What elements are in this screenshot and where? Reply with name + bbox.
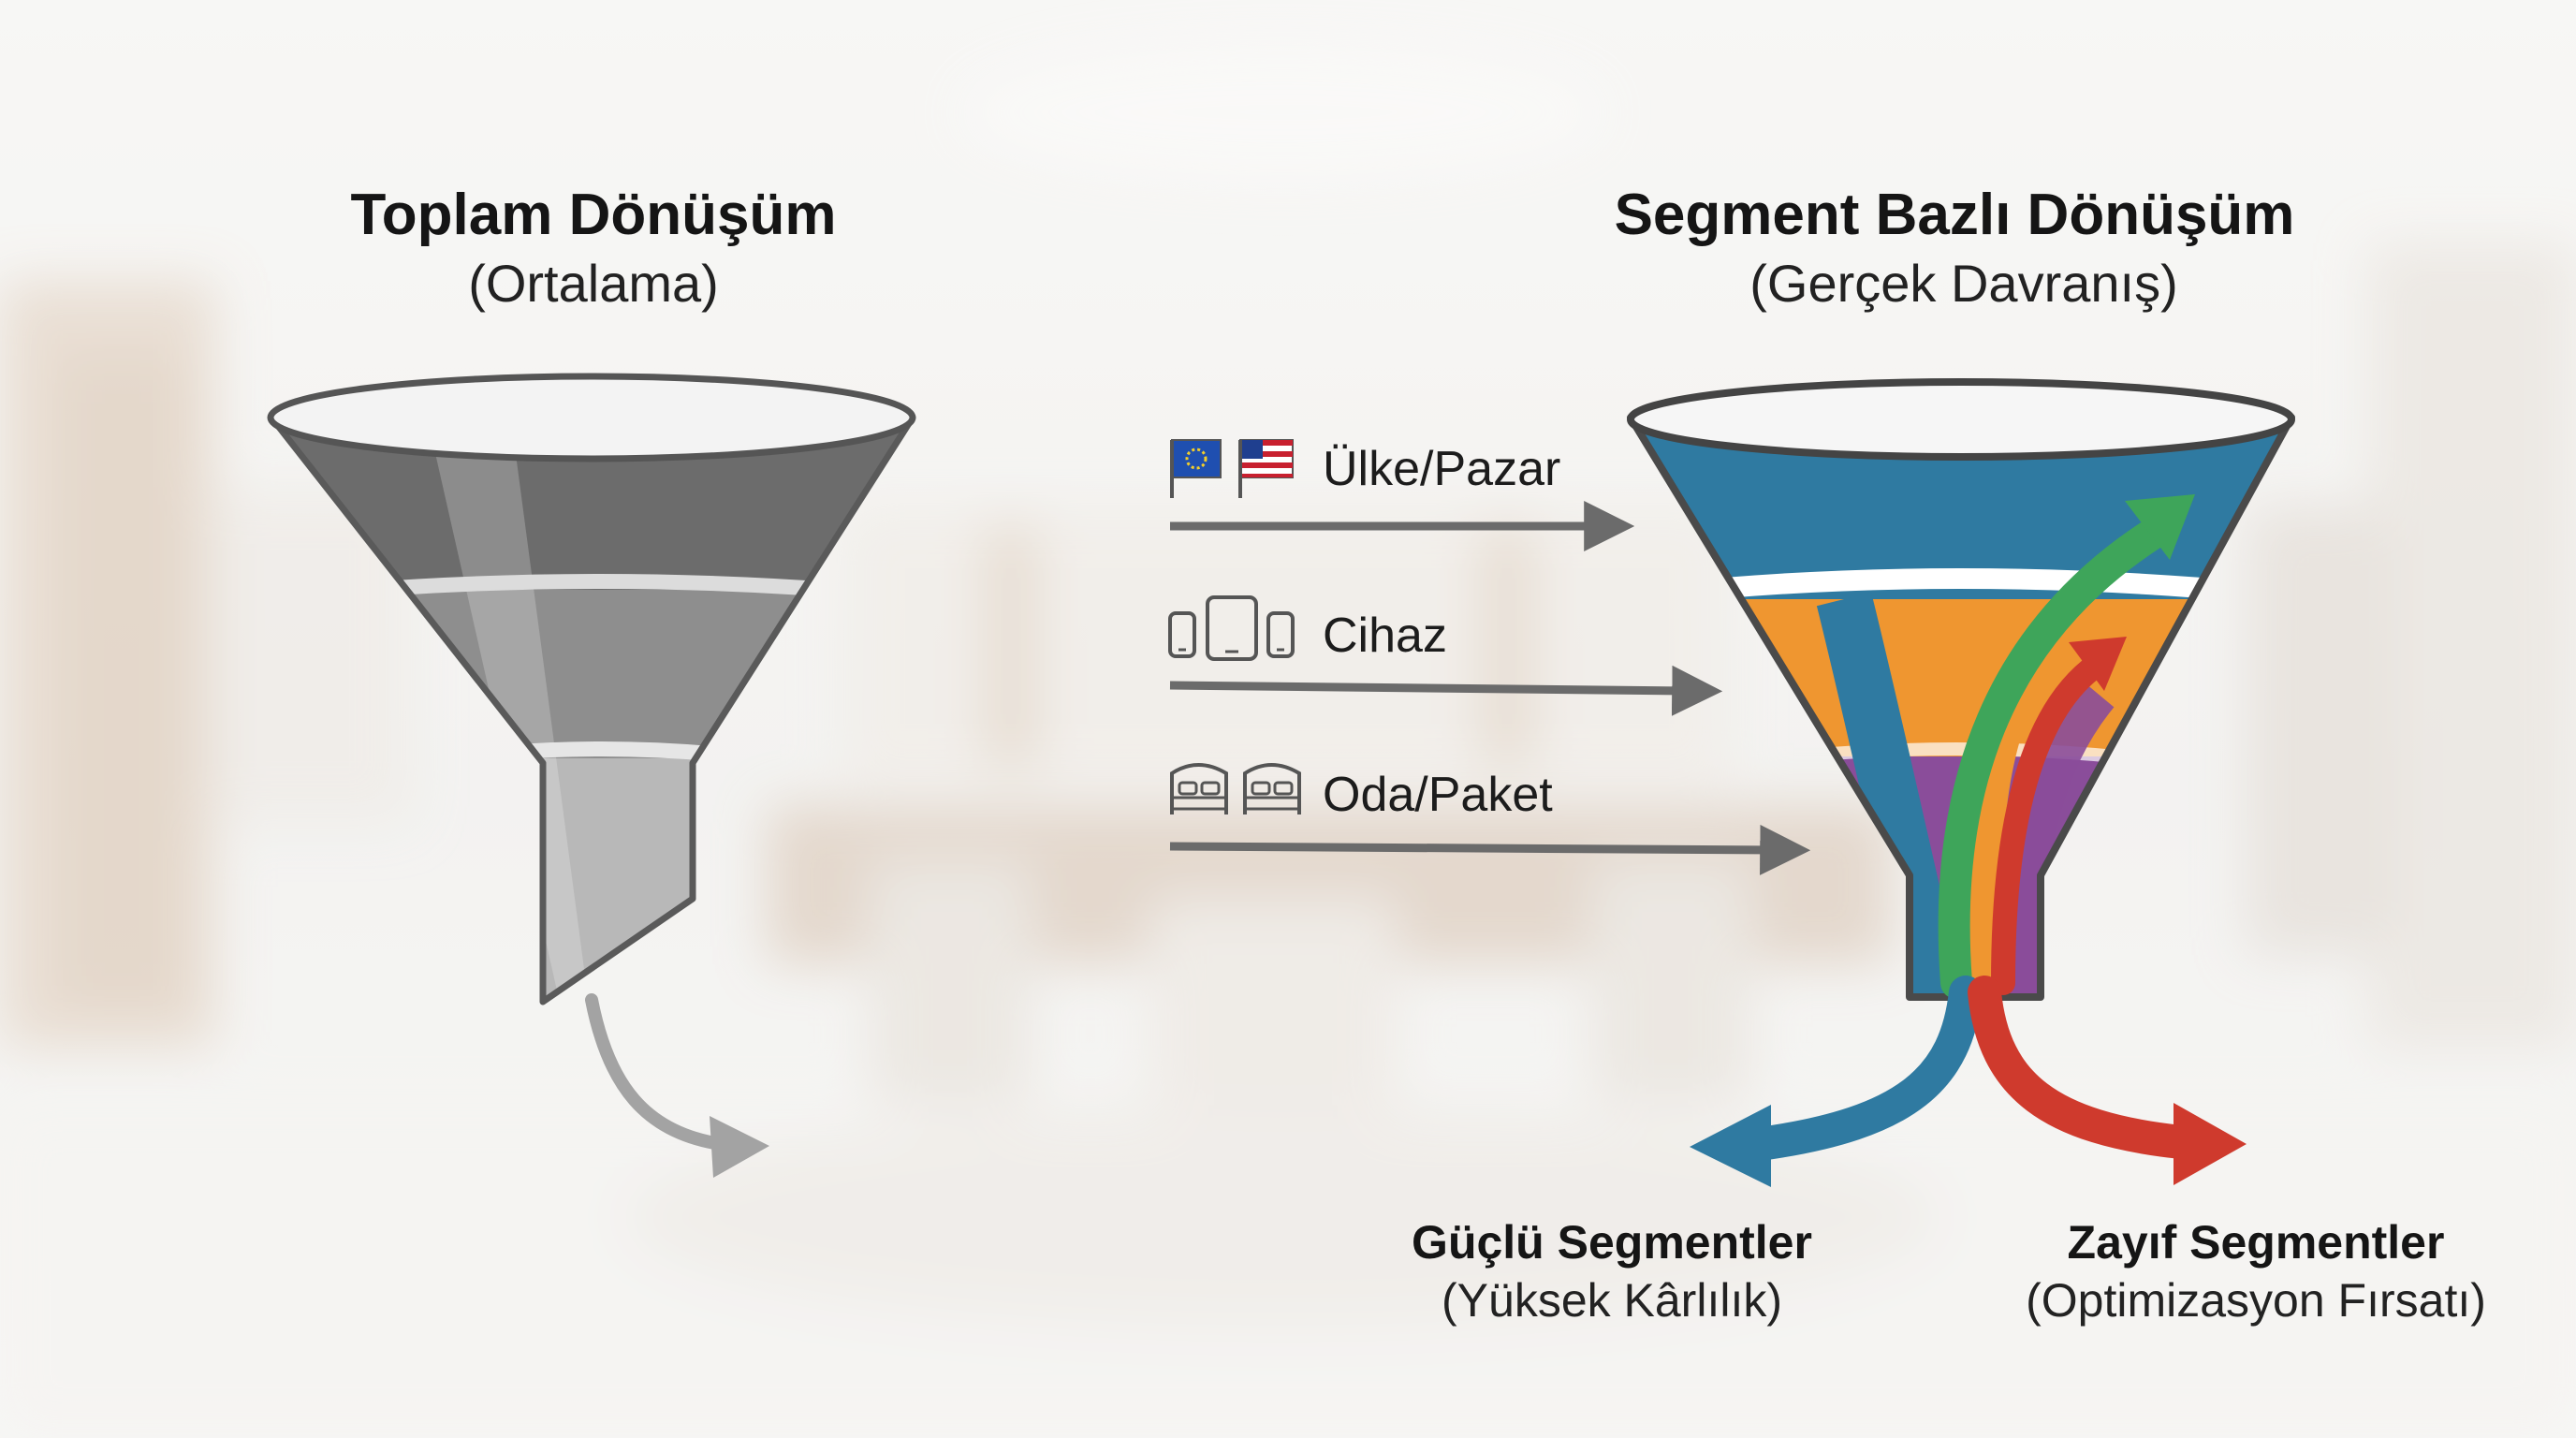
weak-segments-title: Zayıf Segmentler [2068, 1216, 2445, 1269]
eu-flag-icon [1170, 439, 1222, 498]
phone-icon [1266, 611, 1295, 658]
bed-icon [1243, 763, 1301, 814]
left-funnel-subtitle: (Ortalama) [468, 254, 719, 313]
tablet-icon [1206, 595, 1258, 661]
green-growth-arrowhead [2125, 494, 2195, 560]
left-output-arrowhead [710, 1116, 769, 1178]
weak-segments-subtitle: (Optimizasyon Fırsatı) [2026, 1274, 2486, 1327]
right-funnel-subtitle: (Gerçek Davranış) [1749, 254, 2177, 313]
segment-input-cihaz: Cihaz [1168, 595, 1723, 716]
segment-input-arrow [1169, 665, 1723, 716]
strong-segments-title: Güçlü Segmentler [1412, 1216, 1812, 1269]
segment-input-label: Cihaz [1323, 609, 1447, 663]
strong-segments-arrow [1743, 976, 1983, 1161]
strong-segments-arrowhead [1690, 1105, 1771, 1187]
right-funnel-title: Segment Bazlı Dönüşüm [1615, 183, 2295, 247]
segment-input-oda-paket: Oda/Paket [1169, 763, 1811, 875]
red-growth-arrowhead [2069, 637, 2127, 691]
left-output-arrow [585, 993, 727, 1151]
us-flag-icon [1238, 439, 1294, 498]
weak-segments-arrow [1968, 976, 2198, 1159]
left-funnel-title: Toplam Dönüşüm [351, 183, 837, 247]
red-growth-arrow [1991, 653, 2109, 995]
bed-icon [1170, 763, 1228, 814]
weak-segments-arrowhead [2174, 1103, 2247, 1185]
segment-input-label: Ülke/Pazar [1323, 442, 1560, 496]
segment-input-arrow [1169, 824, 1811, 875]
strong-segments-subtitle: (Yüksek Kârlılık) [1442, 1274, 1782, 1327]
phone-icon [1168, 611, 1196, 658]
green-growth-arrow [1938, 518, 2169, 999]
left-funnel [267, 373, 916, 1005]
segment-input-label: Oda/Paket [1323, 768, 1553, 822]
segment-input-ulke-pazar: Ülke/Pazar [1170, 439, 1635, 551]
